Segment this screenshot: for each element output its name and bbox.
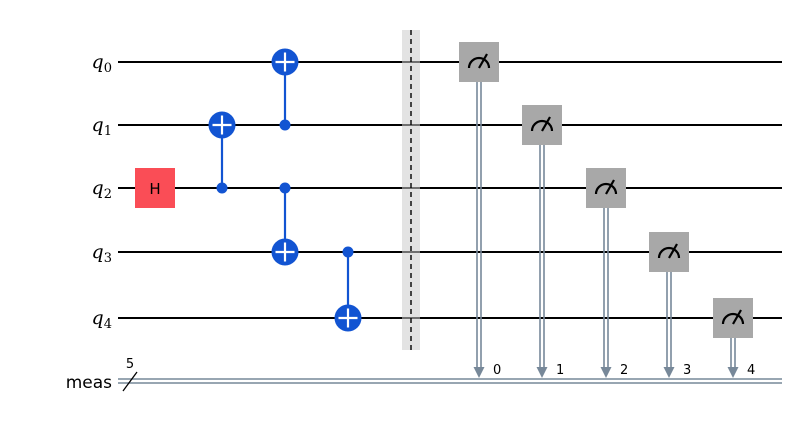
measure-q3: 3	[649, 232, 691, 378]
measure-q0: 0	[459, 42, 501, 378]
qubit-label-q1: q1	[92, 114, 112, 139]
control-dot	[342, 246, 354, 258]
qubit-label-q3: q3	[92, 241, 112, 266]
meter-needle	[605, 179, 615, 195]
target-plus-icon	[212, 115, 232, 135]
arrow-down-icon	[727, 367, 739, 378]
meter-icon	[657, 246, 681, 259]
meter-needle	[478, 53, 488, 69]
cnot-gate-q2-q1	[208, 111, 236, 194]
measure-arrow	[600, 208, 612, 378]
meter-needle	[732, 309, 742, 325]
cnot-gate-q1-q0	[271, 48, 299, 131]
h-gate-label: H	[149, 180, 160, 198]
meter-needle	[541, 116, 551, 132]
classical-register-size: 5	[122, 357, 138, 392]
clbit-index-label: 0	[493, 363, 501, 378]
barrier-band	[402, 30, 420, 350]
meter-needle	[668, 243, 678, 259]
measure-q2: 2	[586, 168, 628, 378]
h-gate-q2: H	[135, 168, 175, 208]
h-gate-box	[135, 168, 175, 208]
measure-q1: 1	[522, 105, 564, 378]
target-plus-icon	[338, 308, 358, 328]
meter-box	[522, 105, 562, 145]
control-dot	[279, 119, 291, 131]
clbit-index-label: 2	[620, 363, 628, 378]
arrow-down-icon	[600, 367, 612, 378]
meter-icon	[594, 182, 618, 195]
clbit-index-label: 1	[556, 363, 564, 378]
clbit-index-label: 4	[747, 363, 755, 378]
register-slash-icon	[122, 371, 138, 392]
qubit-label-q4: q4	[92, 307, 112, 332]
clbit-index-label: 3	[683, 363, 691, 378]
measure-q4: 4	[713, 298, 755, 378]
meter-icon	[467, 56, 491, 69]
meter-box	[586, 168, 626, 208]
control-dot	[216, 182, 228, 194]
arrow-down-icon	[473, 367, 485, 378]
target-plus-icon	[275, 242, 295, 262]
meter-box	[459, 42, 499, 82]
target-plus-icon	[275, 52, 295, 72]
measure-arrow	[473, 82, 485, 378]
meter-icon	[721, 312, 745, 325]
classical-wire	[118, 378, 782, 384]
measure-arrow	[727, 338, 739, 378]
cnot-gate-q3-q4	[334, 246, 362, 332]
measure-arrow	[663, 272, 675, 378]
measure-arrow	[536, 145, 548, 378]
qubit-label-q0: q0	[92, 51, 112, 76]
meter-box	[649, 232, 689, 272]
meter-icon	[530, 119, 554, 132]
arrow-down-icon	[663, 367, 675, 378]
meter-box	[713, 298, 753, 338]
register-size-label: 5	[126, 357, 134, 372]
cnot-gate-q2-q3	[271, 182, 299, 266]
classical-register-label: meas	[66, 373, 112, 393]
arrow-down-icon	[536, 367, 548, 378]
barrier	[402, 30, 420, 350]
control-dot	[279, 182, 291, 194]
qubit-label-q2: q2	[92, 177, 112, 202]
